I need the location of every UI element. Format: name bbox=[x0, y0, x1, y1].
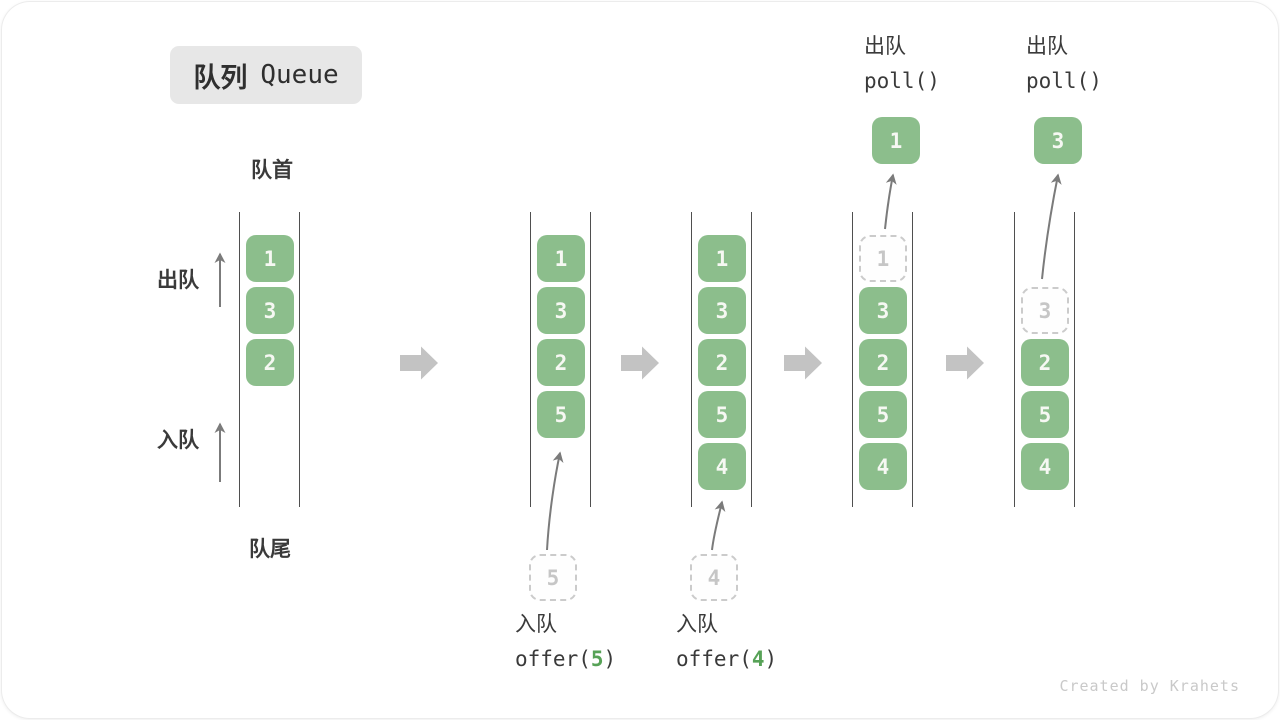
queue-item-solid: 3 bbox=[859, 287, 907, 334]
queue-item-solid: 5 bbox=[537, 391, 585, 438]
queue-column-after-offer-4 bbox=[691, 212, 752, 507]
operation-code: offer(5) bbox=[515, 642, 616, 676]
title-zh: 队列 bbox=[193, 62, 248, 93]
code-text: ) bbox=[603, 647, 617, 671]
dequeue-caption: 出队 poll() bbox=[864, 30, 940, 98]
operation-code: offer(4) bbox=[676, 642, 777, 676]
queue-item-solid: 1 bbox=[698, 235, 746, 282]
pending-item: 5 bbox=[529, 554, 577, 601]
flow-arrow-icon bbox=[946, 346, 984, 380]
code-argument: 4 bbox=[751, 647, 765, 671]
flow-arrow-icon bbox=[400, 346, 438, 380]
queue-item-solid: 3 bbox=[246, 287, 294, 334]
label-enqueue: 入队 bbox=[157, 429, 199, 452]
queue-item-solid: 2 bbox=[859, 339, 907, 386]
watermark: Created by Krahets bbox=[1059, 677, 1240, 695]
queue-column-initial bbox=[239, 212, 300, 507]
removed-item: 3 bbox=[1034, 117, 1082, 164]
flow-arrow-icon bbox=[621, 346, 659, 380]
queue-item-solid: 3 bbox=[537, 287, 585, 334]
dequeue-caption: 出队 poll() bbox=[1026, 30, 1102, 98]
enqueue-caption: 入队 offer(4) bbox=[676, 608, 777, 676]
flow-arrow-icon bbox=[784, 346, 822, 380]
operation-label: 入队 bbox=[515, 613, 557, 636]
queue-item-dashed: 3 bbox=[1021, 287, 1069, 334]
pending-item: 4 bbox=[690, 554, 738, 601]
queue-item-solid: 5 bbox=[1021, 391, 1069, 438]
title-en: Queue bbox=[260, 60, 339, 90]
label-dequeue: 出队 bbox=[157, 269, 199, 292]
queue-item-solid: 5 bbox=[859, 391, 907, 438]
queue-item-solid: 4 bbox=[1021, 443, 1069, 490]
enqueue-4-arrow-icon bbox=[711, 500, 726, 551]
queue-item-solid: 2 bbox=[246, 339, 294, 386]
operation-label: 出队 bbox=[864, 35, 906, 58]
operation-code: poll() bbox=[864, 64, 940, 98]
queue-item-solid: 2 bbox=[698, 339, 746, 386]
removed-item: 1 bbox=[872, 117, 920, 164]
enqueue-caption: 入队 offer(5) bbox=[515, 608, 616, 676]
code-text: ) bbox=[764, 647, 778, 671]
title-badge: 队列 Queue bbox=[170, 46, 362, 104]
code-argument: 5 bbox=[590, 647, 604, 671]
code-text: poll() bbox=[1026, 69, 1102, 93]
queue-item-dashed: 1 bbox=[859, 235, 907, 282]
label-queue-front: 队首 bbox=[251, 159, 293, 182]
code-text: offer( bbox=[515, 647, 591, 671]
queue-item-solid: 2 bbox=[537, 339, 585, 386]
label-queue-rear: 队尾 bbox=[249, 538, 291, 561]
queue-item-solid: 2 bbox=[1021, 339, 1069, 386]
queue-item-solid: 3 bbox=[698, 287, 746, 334]
queue-item-solid: 1 bbox=[537, 235, 585, 282]
queue-item-solid: 4 bbox=[698, 443, 746, 490]
code-text: poll() bbox=[864, 69, 940, 93]
queue-column-after-poll-3 bbox=[1014, 212, 1075, 507]
operation-label: 出队 bbox=[1026, 35, 1068, 58]
queue-column-after-offer-5 bbox=[530, 212, 591, 507]
code-text: offer( bbox=[676, 647, 752, 671]
queue-item-solid: 4 bbox=[859, 443, 907, 490]
queue-item-solid: 5 bbox=[698, 391, 746, 438]
queue-item-solid: 1 bbox=[246, 235, 294, 282]
operation-code: poll() bbox=[1026, 64, 1102, 98]
queue-column-after-poll-1 bbox=[852, 212, 913, 507]
operation-label: 入队 bbox=[676, 613, 718, 636]
